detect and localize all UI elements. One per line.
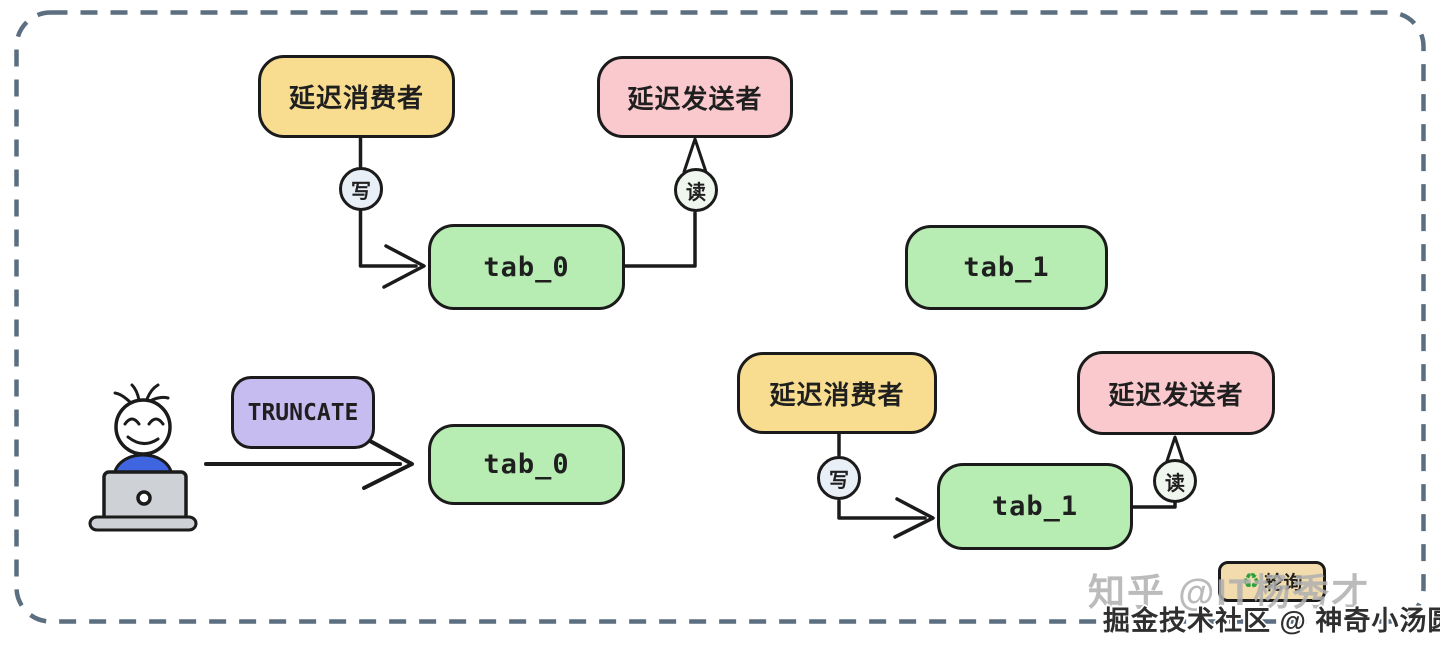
delayed-sender-node-top: 延迟发送者: [597, 56, 793, 138]
tab0-to-read-line-top: [623, 211, 697, 268]
tab0-node-top: tab_0: [428, 224, 625, 310]
polling-label: 轮询: [1264, 573, 1303, 594]
polling-legend-box: ♻ 轮询: [1218, 561, 1326, 602]
juejin-watermark: 掘金技术社区 @ 神奇小汤圆: [1103, 606, 1440, 636]
read-badge-top: 读: [674, 168, 718, 212]
arrowhead-into-tab1-bottom: [893, 497, 935, 539]
laptop-logo-dot: [136, 490, 152, 506]
person-eyes: [123, 417, 165, 426]
write-badge-top: 写: [339, 167, 383, 211]
person-head: [114, 398, 172, 456]
recycle-icon: ♻: [1241, 570, 1261, 593]
write-to-tab1-line-bottom: [837, 499, 927, 520]
write-badge-bottom: 写: [817, 456, 861, 500]
delayed-consumer-node-bottom: 延迟消费者: [737, 352, 937, 434]
tab1-node-top: tab_1: [905, 225, 1108, 310]
person-smile: [126, 435, 160, 445]
dashed-frame: [14, 10, 1426, 624]
tab1-to-read-line-bottom: [1131, 500, 1177, 509]
arrowhead-into-tab0-top: [382, 244, 426, 289]
delayed-consumer-node-top: 延迟消费者: [258, 55, 455, 138]
laptop-base: [88, 515, 198, 532]
truncate-arrowhead: [362, 439, 414, 490]
write-to-tab0-line-top: [358, 209, 418, 268]
person-hair: [113, 383, 170, 405]
delayed-sender-node-bottom: 延迟发送者: [1077, 351, 1275, 435]
tab1-node-bottom: tab_1: [937, 463, 1133, 550]
truncate-command-node: TRUNCATE: [231, 376, 375, 449]
person-at-laptop: [88, 383, 198, 532]
tab0-node-bottom: tab_0: [428, 424, 625, 505]
zhihu-watermark: 知乎 @IT杨秀才: [1088, 572, 1371, 613]
read-badge-bottom: 读: [1153, 459, 1197, 503]
